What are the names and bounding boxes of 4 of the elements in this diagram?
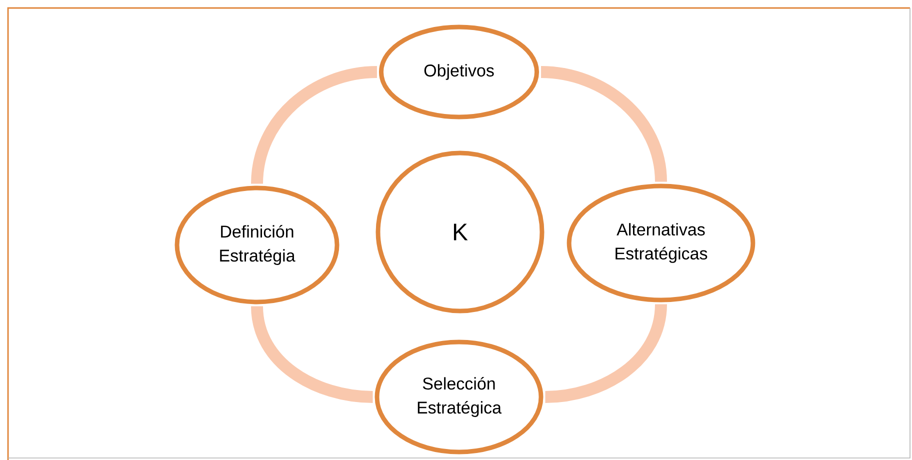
ring-connector: [251, 306, 374, 403]
ring-connector: [540, 66, 667, 182]
ring-connector: [251, 66, 378, 184]
ring-connector: [544, 304, 667, 403]
